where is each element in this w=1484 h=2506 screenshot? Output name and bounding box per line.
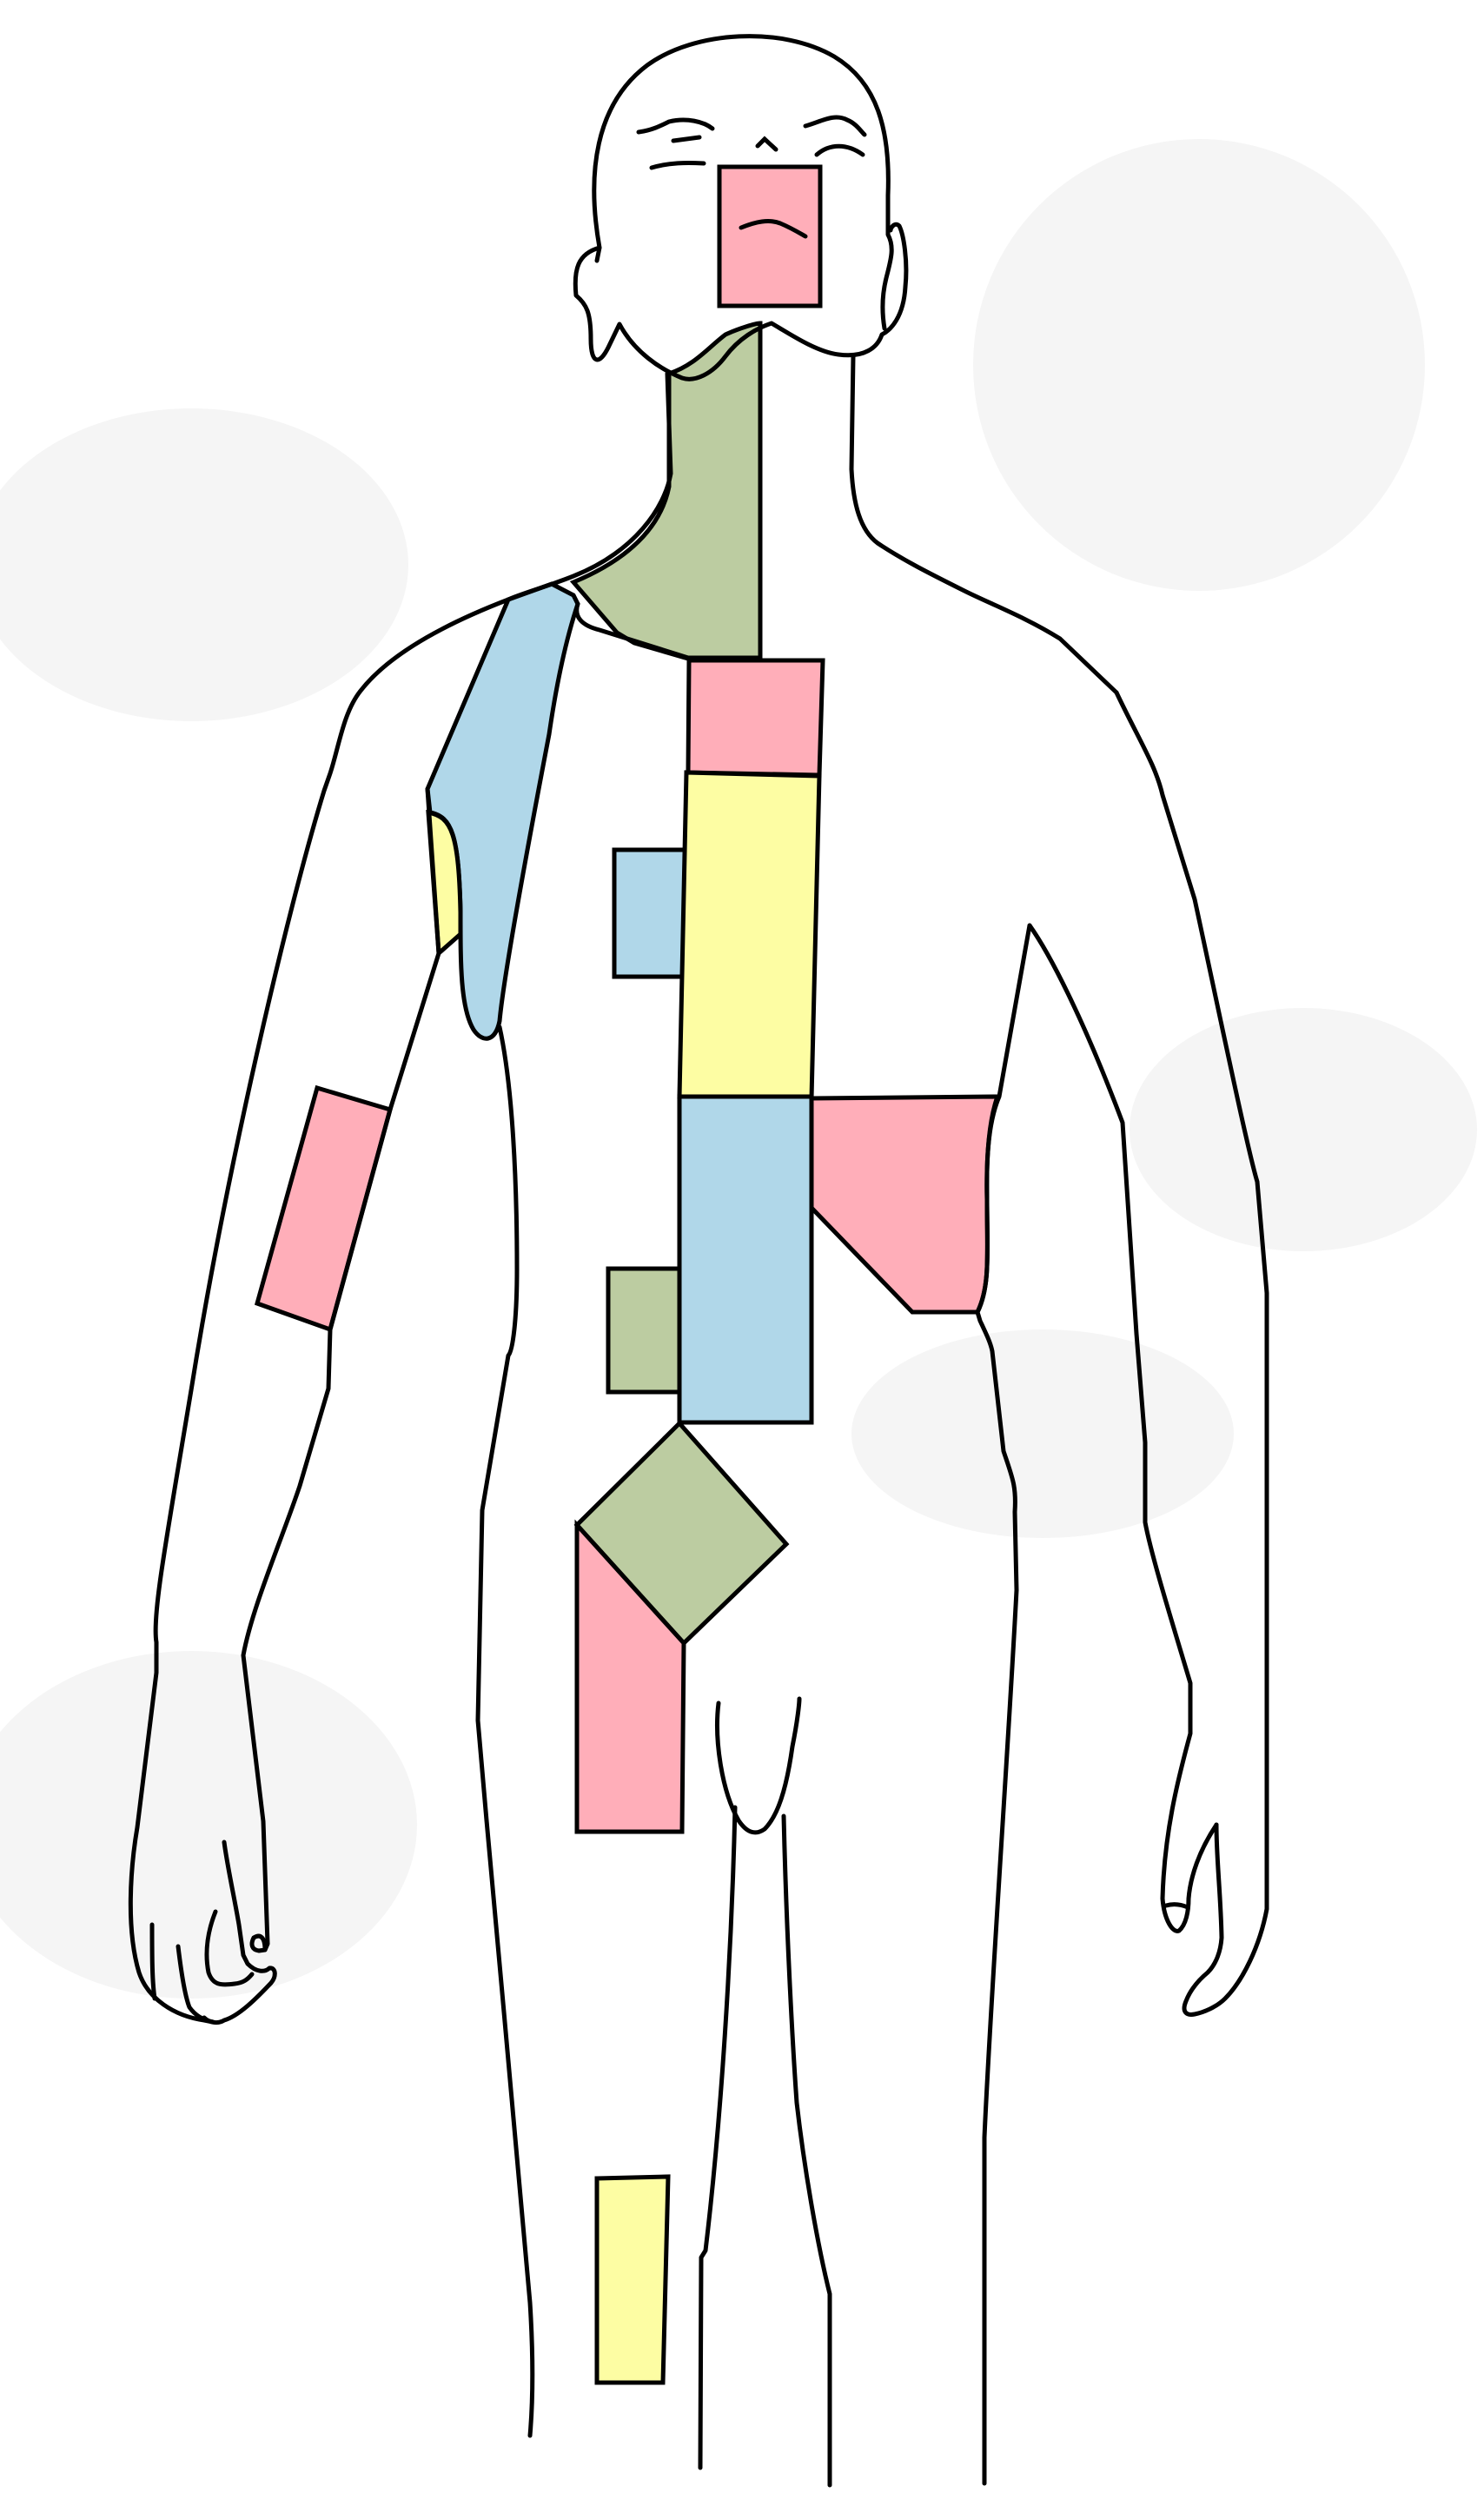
left-inner-leg [698, 1805, 738, 2470]
crotch-line [715, 1696, 802, 1835]
left-armpit [425, 786, 441, 956]
small-hip-square-piece [606, 1266, 682, 1395]
shin-block-piece [594, 2174, 671, 2385]
mouth-icon [739, 219, 808, 239]
smudge-left [0, 408, 408, 721]
right-eyebrow-icon [803, 115, 867, 137]
left-arm-outer [128, 597, 511, 2025]
right-torso-side [975, 923, 1032, 2486]
collar-line [574, 601, 763, 660]
body-outline [128, 34, 1269, 2488]
right-arm-outer [1114, 690, 1269, 2017]
head-outline [573, 34, 909, 381]
chest-long-block-piece [677, 770, 822, 1101]
smudge-mid-right [851, 1329, 1234, 1538]
right-eye-icon [814, 143, 865, 157]
left-cheek-line [649, 161, 706, 170]
color-pieces [254, 164, 1001, 2385]
forearm-block-piece [254, 1084, 394, 1333]
abdomen-block-piece [677, 1094, 814, 1425]
right-thumb-line [1163, 1902, 1190, 1910]
small-chest-square-piece [612, 847, 688, 979]
left-ear-line [594, 245, 602, 263]
smudge-right [1130, 1008, 1477, 1251]
smudge-top-right [973, 139, 1425, 591]
right-arm-inner [1027, 923, 1219, 1933]
left-arm-inner [241, 951, 441, 1952]
chest-top-block-piece [686, 658, 825, 778]
background-smudges [0, 139, 1477, 1999]
left-eye-icon [671, 135, 702, 143]
smudge-bottom-left [0, 1651, 417, 1999]
left-torso-side [475, 1024, 535, 2438]
right-inner-leg [781, 1813, 832, 2488]
neck-left-line [506, 371, 673, 602]
left-hand [149, 1840, 277, 2025]
shoulder-band-piece [425, 581, 580, 1041]
thigh-block-piece [574, 1519, 686, 1834]
neck-right-line [849, 354, 1119, 695]
nose-icon [755, 136, 778, 152]
waist-trapezoid-piece [809, 1094, 1001, 1315]
left-eyebrow-icon [636, 117, 715, 135]
